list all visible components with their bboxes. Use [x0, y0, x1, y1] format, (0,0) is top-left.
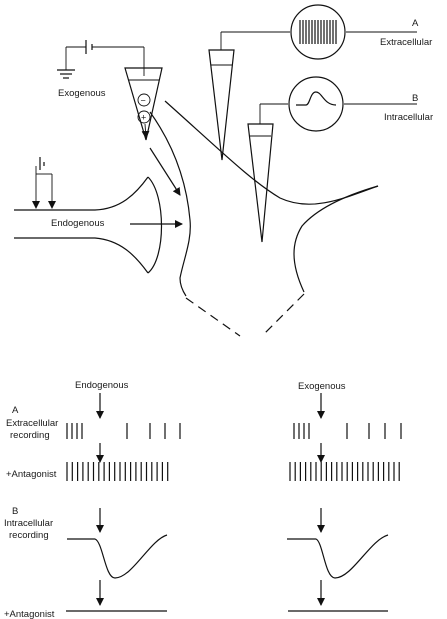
- oscilloscope-a: [290, 4, 346, 60]
- extracellular-electrode: [208, 31, 417, 161]
- row-antagonist-1: +Antagonist: [6, 469, 57, 480]
- electrode-plus: +: [141, 113, 146, 123]
- oscilloscope-b: [288, 76, 344, 132]
- row-b-line2: recording: [9, 530, 49, 541]
- exogenous-label: Exogenous: [58, 88, 106, 99]
- row-antagonist-2: +Antagonist: [4, 609, 55, 619]
- endo-spike-train-antagonist: [66, 462, 169, 481]
- presynaptic-terminal: [14, 176, 162, 274]
- plus-ion-icon: [137, 110, 151, 124]
- row-a-line1: Extracellular: [6, 418, 58, 429]
- exogenous-arrow: [149, 147, 181, 196]
- row-a-letter: A: [12, 405, 19, 416]
- trace-a-label: Extracellular: [380, 37, 432, 48]
- exo-spike-train-antagonist: [289, 462, 400, 481]
- trace-b-label: Intracellular: [384, 112, 433, 123]
- row-a-line2: recording: [10, 430, 50, 441]
- exo-intracellular-trace: [287, 534, 389, 579]
- row-b-line1: Intracellular: [4, 518, 53, 529]
- electrode-minus: −: [141, 96, 146, 106]
- endo-intracellular-trace: [67, 534, 168, 579]
- endo-spike-train-a: [66, 423, 181, 439]
- battery-ground-icon: [57, 40, 145, 79]
- trace-b-letter: B: [412, 93, 418, 104]
- exo-spike-train-a: [293, 423, 402, 439]
- postsynaptic-neuron: [149, 100, 379, 337]
- intracellular-electrode: [247, 103, 417, 243]
- row-b-letter: B: [12, 506, 18, 517]
- col-endogenous-label: Endogenous: [75, 380, 129, 391]
- minus-ion-icon: [137, 93, 151, 107]
- col-exogenous-label: Exogenous: [298, 381, 346, 392]
- exogenous-pipette: [124, 67, 163, 141]
- stimulator-icon: [32, 157, 56, 209]
- endogenous-label: Endogenous: [51, 218, 105, 229]
- trace-a-letter: A: [412, 18, 419, 29]
